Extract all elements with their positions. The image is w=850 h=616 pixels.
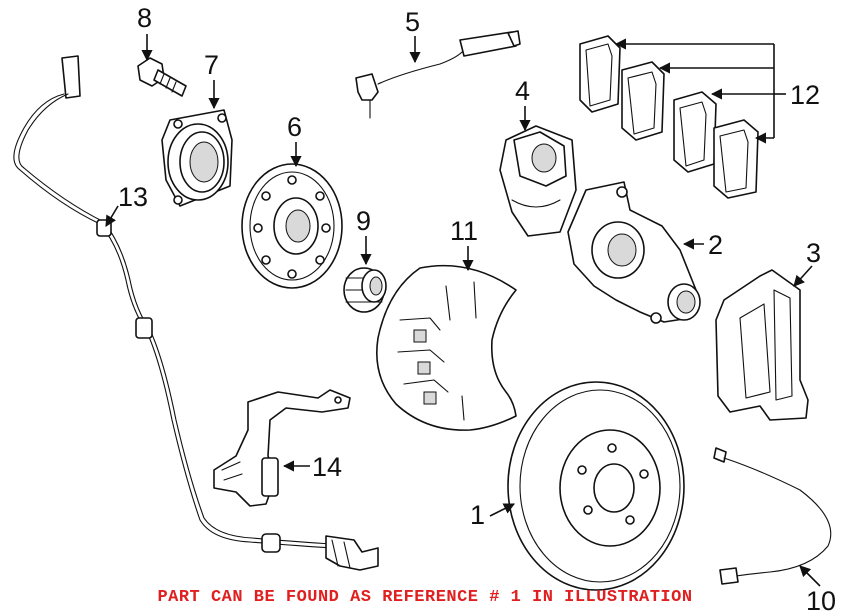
callout-labels: 8 7 6 5 4 12 13 9 11 2 3 14 1 10 <box>118 3 836 616</box>
callout-10: 10 <box>806 586 836 616</box>
part-2-caliper <box>567 181 701 324</box>
part-14-sensor-bracket <box>213 389 351 507</box>
callout-14: 14 <box>312 452 342 482</box>
callout-8: 8 <box>137 3 152 33</box>
part-8-bolt <box>137 57 187 97</box>
callout-2: 2 <box>708 230 723 260</box>
part-13-sensor-harness <box>13 55 379 571</box>
part-12-brake-pads <box>579 35 759 199</box>
callout-7: 7 <box>204 50 219 80</box>
callout-4: 4 <box>515 76 530 106</box>
callout-1: 1 <box>470 500 485 530</box>
part-7-wheel-bearing <box>161 109 233 207</box>
part-9-seal <box>343 267 387 313</box>
reference-note: PART CAN BE FOUND AS REFERENCE # 1 IN IL… <box>157 588 693 607</box>
callout-6: 6 <box>287 112 302 142</box>
part-6-hub <box>241 163 343 289</box>
callout-3: 3 <box>806 238 821 268</box>
part-1-brake-rotor <box>507 381 685 591</box>
part-4-actuator <box>499 125 577 237</box>
part-10-wear-sensor-rear <box>713 447 832 585</box>
part-3-caliper-bracket <box>715 269 809 421</box>
callout-11: 11 <box>450 216 478 246</box>
callout-5: 5 <box>405 7 420 37</box>
part-5-wear-sensor <box>355 30 521 119</box>
leader-lines <box>105 34 821 587</box>
part-11-dust-shield <box>376 264 517 431</box>
callout-13: 13 <box>118 182 148 212</box>
callout-12: 12 <box>790 80 820 110</box>
callout-9: 9 <box>356 206 371 236</box>
